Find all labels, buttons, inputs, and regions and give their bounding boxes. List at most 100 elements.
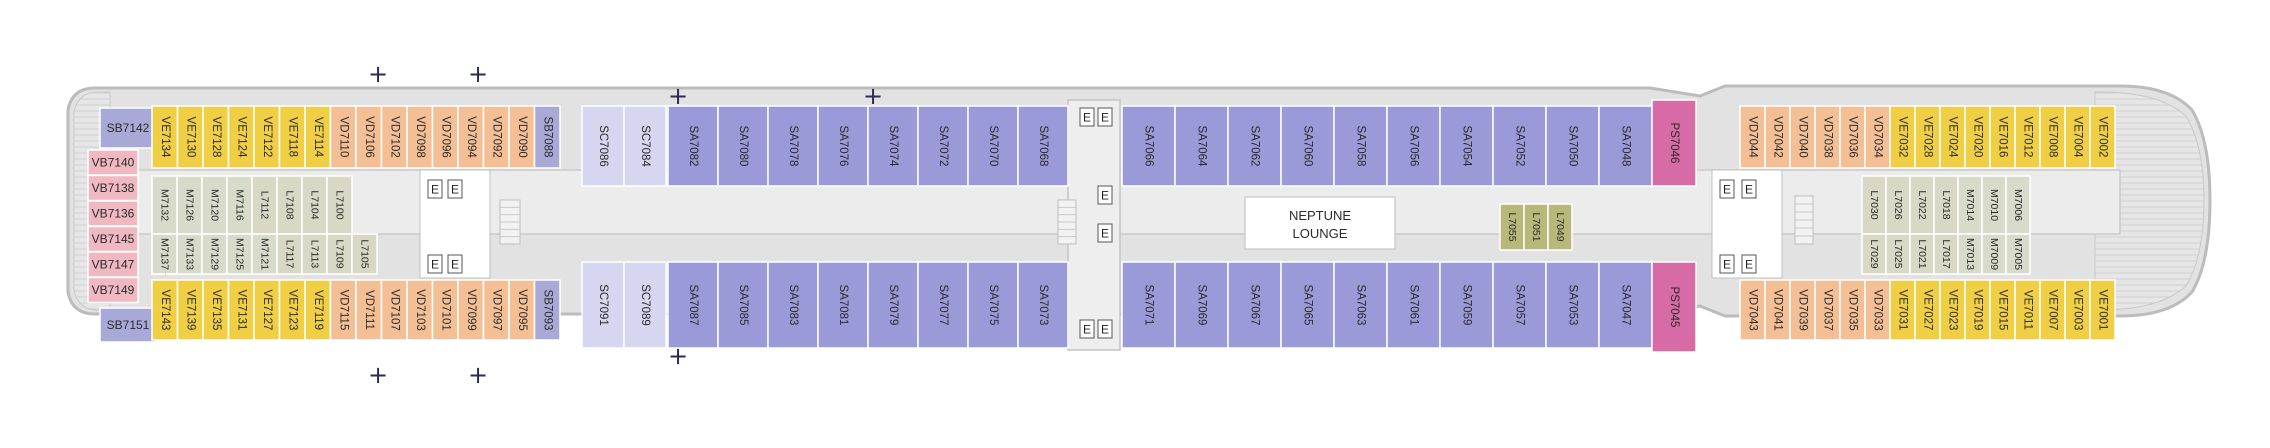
- cabin-m7126[interactable]: M7126: [176, 175, 203, 235]
- cabin-vd7041[interactable]: VD7041: [1764, 279, 1791, 341]
- cabin-ve7127[interactable]: VE7127: [253, 279, 281, 341]
- cabin-l7104[interactable]: L7104: [301, 175, 328, 235]
- cabin-m7014[interactable]: M7014: [1957, 175, 1983, 235]
- cabin-sa7065[interactable]: SA7065: [1280, 261, 1335, 349]
- cabin-vd7115[interactable]: VD7115: [329, 279, 357, 341]
- cabin-sa7072[interactable]: SA7072: [917, 105, 969, 187]
- cabin-ve7004[interactable]: VE7004: [2064, 105, 2091, 169]
- cabin-l7018[interactable]: L7018: [1933, 175, 1959, 235]
- cabin-m7141[interactable]: M7141: [151, 272, 178, 276]
- cabin-ve7019[interactable]: VE7019: [1964, 279, 1991, 341]
- cabin-l7113[interactable]: L7113: [301, 233, 328, 275]
- cabin-ps7045[interactable]: PS7045: [1651, 261, 1697, 353]
- cabin-l7030[interactable]: L7030: [1861, 175, 1887, 235]
- cabin-sa7062[interactable]: SA7062: [1227, 105, 1282, 187]
- cabin-ve7023[interactable]: VE7023: [1939, 279, 1966, 341]
- cabin-sa7058[interactable]: SA7058: [1333, 105, 1388, 187]
- cabin-sa7063[interactable]: SA7063: [1333, 261, 1388, 349]
- cabin-ve7128[interactable]: VE7128: [202, 105, 230, 169]
- cabin-sa7080[interactable]: SA7080: [717, 105, 769, 187]
- cabin-sa7075[interactable]: SA7075: [967, 261, 1019, 349]
- cabin-m7132[interactable]: M7132: [151, 175, 178, 235]
- cabin-sb7142[interactable]: SB7142: [99, 107, 157, 149]
- cabin-m7121[interactable]: M7121: [251, 233, 278, 275]
- cabin-vd7039[interactable]: VD7039: [1789, 279, 1816, 341]
- cabin-sa7060[interactable]: SA7060: [1280, 105, 1335, 187]
- cabin-vd7044[interactable]: VD7044: [1739, 105, 1766, 169]
- cabin-ve7123[interactable]: VE7123: [278, 279, 306, 341]
- cabin-sa7073[interactable]: SA7073: [1017, 261, 1069, 349]
- cabin-sa7047[interactable]: SA7047: [1598, 261, 1653, 349]
- cabin-l7100[interactable]: L7100: [326, 175, 353, 235]
- cabin-vd7094[interactable]: VD7094: [457, 105, 485, 169]
- cabin-sa7082[interactable]: SA7082: [667, 105, 719, 187]
- cabin-sa7068[interactable]: SA7068: [1017, 105, 1069, 187]
- cabin-vd7035[interactable]: VD7035: [1839, 279, 1866, 341]
- cabin-ve7027[interactable]: VE7027: [1914, 279, 1941, 341]
- cabin-ve7135[interactable]: VE7135: [202, 279, 230, 341]
- cabin-vd7101[interactable]: VD7101: [431, 279, 459, 341]
- cabin-sb7088[interactable]: SB7088: [533, 105, 561, 169]
- cabin-vd7097[interactable]: VD7097: [482, 279, 510, 341]
- cabin-sa7057[interactable]: SA7057: [1492, 261, 1547, 349]
- cabin-vd7095[interactable]: VD7095: [508, 279, 536, 341]
- cabin-sa7067[interactable]: SA7067: [1227, 261, 1282, 349]
- cabin-m7116[interactable]: M7116: [226, 175, 253, 235]
- cabin-sa7071[interactable]: SA7071: [1121, 261, 1176, 349]
- cabin-ve7118[interactable]: VE7118: [278, 105, 306, 169]
- cabin-l7117[interactable]: L7117: [276, 233, 303, 275]
- cabin-m7133[interactable]: M7133: [176, 233, 203, 275]
- cabin-vb7140[interactable]: VB7140: [87, 149, 139, 176]
- cabin-vd7036[interactable]: VD7036: [1839, 105, 1866, 169]
- cabin-ve7031[interactable]: VE7031: [1889, 279, 1916, 341]
- cabin-vb7136[interactable]: VB7136: [87, 200, 139, 227]
- cabin-sc7091[interactable]: SC7091: [581, 261, 625, 349]
- cabin-l7055[interactable]: L7055: [1499, 203, 1525, 251]
- cabin-l7022[interactable]: L7022: [1909, 175, 1935, 235]
- cabin-m7013[interactable]: M7013: [1957, 233, 1983, 275]
- cabin-sa7079[interactable]: SA7079: [867, 261, 919, 349]
- cabin-sa7053[interactable]: SA7053: [1545, 261, 1600, 349]
- cabin-l7105[interactable]: L7105: [351, 233, 378, 275]
- cabin-vd7042[interactable]: VD7042: [1764, 105, 1791, 169]
- cabin-vd7092[interactable]: VD7092: [482, 105, 510, 169]
- cabin-l7049[interactable]: L7049: [1547, 203, 1573, 251]
- cabin-sa7066[interactable]: SA7066: [1121, 105, 1176, 187]
- cabin-sa7050[interactable]: SA7050: [1545, 105, 1600, 187]
- cabin-ps7046[interactable]: PS7046: [1651, 99, 1697, 187]
- cabin-sa7077[interactable]: SA7077: [917, 261, 969, 349]
- cabin-l7029[interactable]: L7029: [1861, 233, 1887, 275]
- cabin-vd7111[interactable]: VD7111: [355, 279, 383, 341]
- cabin-ve7003[interactable]: VE7003: [2064, 279, 2091, 341]
- cabin-sa7083[interactable]: SA7083: [767, 261, 819, 349]
- cabin-l7051[interactable]: L7051: [1523, 203, 1549, 251]
- cabin-sa7061[interactable]: SA7061: [1386, 261, 1441, 349]
- cabin-vd7107[interactable]: VD7107: [380, 279, 408, 341]
- cabin-ve7020[interactable]: VE7020: [1964, 105, 1991, 169]
- cabin-sc7086[interactable]: SC7086: [581, 105, 625, 187]
- cabin-sa7078[interactable]: SA7078: [767, 105, 819, 187]
- cabin-vd7110[interactable]: VD7110: [329, 105, 357, 169]
- cabin-ve7001[interactable]: VE7001: [2089, 279, 2116, 341]
- cabin-vb7138[interactable]: VB7138: [87, 174, 139, 202]
- cabin-l7021[interactable]: L7021: [1909, 233, 1935, 275]
- cabin-m7010[interactable]: M7010: [1981, 175, 2007, 235]
- cabin-ve7008[interactable]: VE7008: [2039, 105, 2066, 169]
- cabin-l7109[interactable]: L7109: [326, 233, 353, 275]
- cabin-vd7033[interactable]: VD7033: [1864, 279, 1891, 341]
- cabin-ve7016[interactable]: VE7016: [1989, 105, 2016, 169]
- cabin-m7129[interactable]: M7129: [201, 233, 228, 275]
- cabin-sa7069[interactable]: SA7069: [1174, 261, 1229, 349]
- cabin-ve7131[interactable]: VE7131: [227, 279, 255, 341]
- cabin-sa7070[interactable]: SA7070: [967, 105, 1019, 187]
- cabin-ve7134[interactable]: VE7134: [151, 105, 179, 169]
- cabin-ve7002[interactable]: VE7002: [2089, 105, 2116, 169]
- cabin-sa7087[interactable]: SA7087: [667, 261, 719, 349]
- cabin-sb7093[interactable]: SB7093: [533, 279, 561, 341]
- cabin-vd7038[interactable]: VD7038: [1814, 105, 1841, 169]
- cabin-l7112[interactable]: L7112: [251, 175, 278, 235]
- cabin-ve7143[interactable]: VE7143: [151, 279, 179, 341]
- cabin-vd7090[interactable]: VD7090: [508, 105, 536, 169]
- cabin-vd7037[interactable]: VD7037: [1814, 279, 1841, 341]
- cabin-vd7106[interactable]: VD7106: [355, 105, 383, 169]
